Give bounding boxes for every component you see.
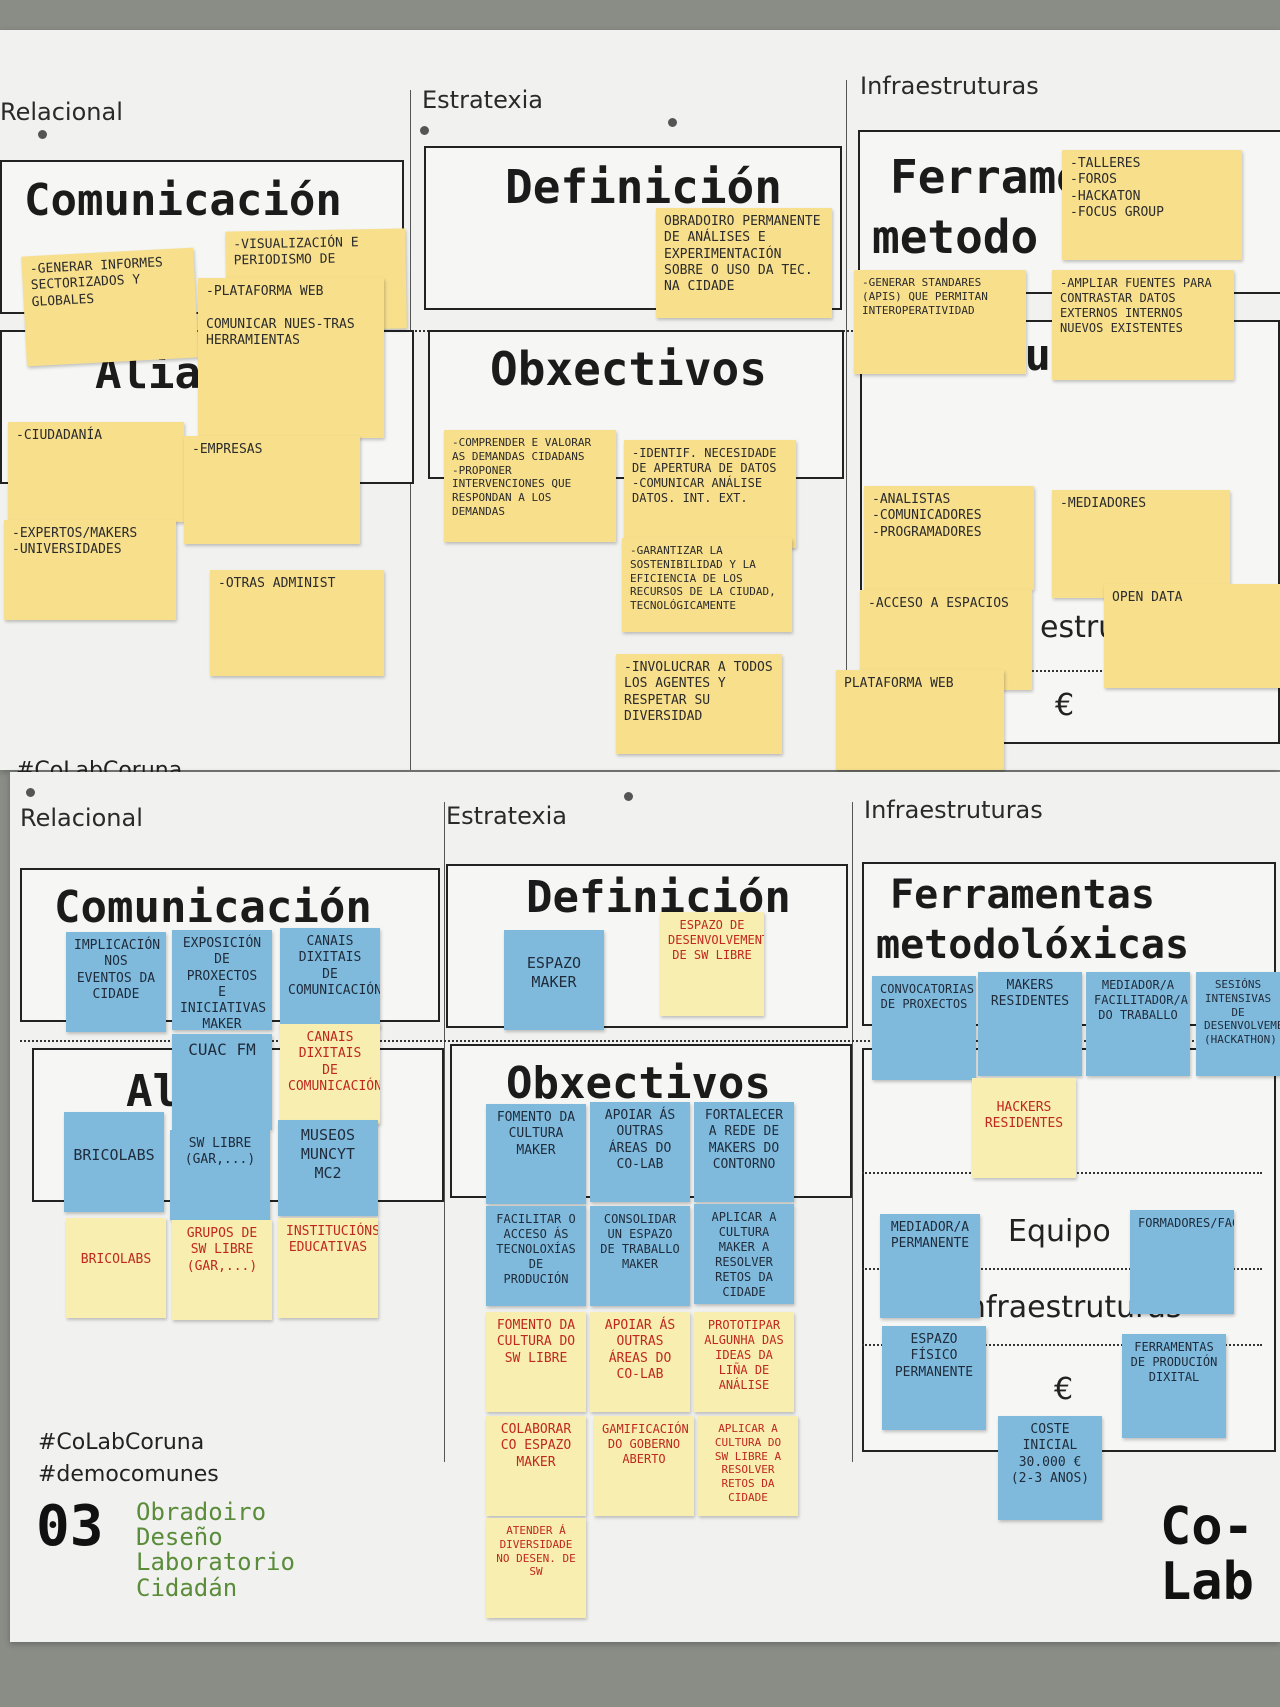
sticky-note: -Ciudadanía — [8, 422, 184, 522]
sticky-note: Makers residentes — [978, 972, 1082, 1076]
heading-metodoloxicas: metodolóxicas — [876, 922, 1190, 968]
hashtag-colab: #CoLabCoruna — [38, 1430, 205, 1455]
sticky-note: Apoiar ás outras áreas do Co-Lab — [590, 1102, 690, 1202]
sticky-note: Ferramentas de produción dixital — [1122, 1334, 1226, 1438]
sticky-note: Mediador/a facilitador/a do traballo — [1086, 972, 1190, 1076]
dotted-divider — [20, 1040, 1270, 1042]
sticky-note: Convocatorias de proxectos — [872, 976, 976, 1080]
sticky-note: Institucións educativas — [278, 1218, 378, 1318]
sticky-note: Fortalecer a rede de makers do contorno — [694, 1102, 794, 1202]
sticky-note: Espazo maker — [504, 930, 604, 1030]
sticky-note: Atender á diversidade no desen. de SW — [486, 1518, 586, 1618]
heading-obxectivos: Obxectivos — [490, 342, 767, 396]
sticky-note: Espazo de desenvolvemento de SW libre — [660, 912, 764, 1016]
sticky-note: -Empresas — [184, 436, 360, 544]
column-divider — [852, 802, 853, 1462]
dotted-divider — [862, 1268, 1262, 1270]
bottom-canvas-sheet: Relacional Estratexia Infraestruturas Co… — [10, 772, 1280, 1642]
column-divider — [846, 80, 847, 770]
sticky-note: Aplicar a cultura maker a resolver retos… — [694, 1204, 794, 1304]
sticky-note: Obradoiro permanente de análises e exper… — [656, 208, 832, 318]
workshop-number: 03 — [36, 1494, 104, 1559]
sticky-note: Plataforma web — [836, 670, 1004, 770]
logo-line: Co- — [1160, 1497, 1254, 1557]
sticky-note: -Analistas -Comunicadores -Programadores — [864, 486, 1034, 590]
sticky-note: Espazo físico permanente — [882, 1326, 986, 1430]
sticky-note: Facilitar o acceso ás tecnoloxías de pro… — [486, 1206, 586, 1306]
sticky-note: Sesións intensivas de desenvolvemento (h… — [1196, 972, 1280, 1076]
sticky-note: -Otras administ — [210, 570, 384, 676]
pushpin — [624, 792, 633, 801]
workshop-title: Obradoiro Deseño Laboratorio Cidadán — [136, 1498, 295, 1602]
sticky-note: Bricolabs — [64, 1112, 164, 1212]
sticky-note: Fomento da cultura do SW libre — [486, 1312, 586, 1412]
sticky-note: Apoiar ás outras áreas do Co-Lab — [590, 1312, 690, 1412]
label-equipo: Equipo — [1008, 1214, 1111, 1249]
workshop-title-line: Laboratorio — [136, 1548, 295, 1577]
workshop-title-line: Cidadán — [136, 1573, 238, 1602]
sticky-note: Prototipar algunha das ideas da liña de … — [694, 1312, 794, 1412]
sticky-note: Cuac FM — [172, 1034, 272, 1130]
section-estratexia: Estratexia — [446, 802, 567, 830]
sticky-note: Grupos de SW libre (GAR,...) — [172, 1220, 272, 1320]
sticky-note: Implicación nos eventos da cidade — [66, 932, 166, 1032]
logo-line: Lab — [1160, 1551, 1254, 1612]
sticky-note: Exposición de proxectos e iniciativas ma… — [172, 930, 272, 1030]
heading-comunicacion: Comunicación — [54, 882, 372, 933]
top-canvas-sheet: Relacional Estratexia Infraestruturas Co… — [0, 30, 1280, 783]
dotted-divider — [860, 670, 1270, 672]
sticky-note: Bricolabs — [66, 1218, 166, 1318]
sticky-note: Aplicar a cultura do SW libre a resolver… — [698, 1416, 798, 1516]
sticky-note: Museos muncyt mc2 — [278, 1120, 378, 1216]
section-estratexia: Estratexia — [422, 86, 543, 114]
heading-ferramentas: Ferrame — [890, 150, 1084, 204]
heading-comunicacion: Comunicación — [24, 175, 342, 226]
workshop-title-line: Deseño — [136, 1523, 223, 1552]
pushpin — [26, 788, 35, 797]
sticky-note: -Mediadores — [1052, 490, 1230, 598]
heading-alianzas: Al — [126, 1066, 179, 1117]
sticky-note: Fomento da cultura maker — [486, 1104, 586, 1204]
sticky-note: Open data — [1104, 584, 1280, 688]
sticky-note: -Talleres -Foros -Hackaton -Focus group — [1062, 150, 1242, 260]
euro-symbol: € — [1054, 1372, 1074, 1407]
sticky-note: SW libre (GAR,...) — [170, 1130, 270, 1220]
sticky-note: -Expertos/makers -Universidades — [4, 520, 176, 620]
sticky-note: Canais dixitais de comunicación — [280, 1024, 380, 1124]
sticky-note: Gamificación do goberno aberto — [594, 1416, 694, 1516]
sticky-note: -Generar standares (APIs) que permitan i… — [854, 270, 1026, 374]
sticky-note: Formadores/facilitadores — [1130, 1210, 1234, 1314]
section-infraestruturas: Infraestruturas — [860, 72, 1039, 100]
heading-ferramentas: Ferramentas — [890, 872, 1155, 918]
sticky-note: -Identif. necesidade de apertura de dato… — [624, 440, 796, 548]
sticky-note: -Comprender e valorar as demandas cidada… — [444, 430, 616, 542]
section-relacional: Relacional — [0, 98, 123, 126]
dotted-divider — [862, 1344, 1262, 1346]
sticky-note: Mediador/a permanente — [880, 1214, 980, 1318]
sticky-note: -Garantizar la sostenibilidad y la efici… — [622, 538, 792, 632]
column-divider — [444, 802, 445, 1462]
heading-metodoloxicas: metodo — [872, 210, 1039, 264]
colab-logo: Co- Lab — [1160, 1500, 1254, 1609]
workshop-title-line: Obradoiro — [136, 1498, 267, 1526]
sticky-note: Coste inicial 30.000 € (2-3 anos) — [998, 1416, 1102, 1520]
sticky-note: -Ampliar fuentes para contrastar datos e… — [1052, 270, 1234, 380]
pushpin — [668, 118, 677, 127]
section-infraestruturas: Infraestruturas — [864, 796, 1043, 824]
sticky-note: Colaborar co espazo maker — [486, 1416, 586, 1516]
sticky-note: Consolidar un espazo de traballo maker — [590, 1206, 690, 1306]
sticky-note: -Generar informes sectorizados y globale… — [21, 247, 199, 367]
euro-symbol: € — [1055, 688, 1075, 723]
pushpin — [38, 130, 47, 139]
sticky-note: -Plataforma web Comunicar nues-tras herr… — [198, 278, 384, 438]
heading-definicion: Definición — [505, 160, 782, 214]
heading-obxectivos: Obxectivos — [506, 1058, 771, 1109]
sticky-note: Canais dixitais de comunicación — [280, 928, 380, 1028]
section-relacional: Relacional — [20, 804, 143, 832]
hashtag-democomunes: #democomunes — [38, 1462, 219, 1487]
pushpin — [420, 126, 429, 135]
sticky-note: -Involucrar a todos los agentes y respet… — [616, 654, 782, 754]
sticky-note: Hackers residentes — [972, 1078, 1076, 1178]
